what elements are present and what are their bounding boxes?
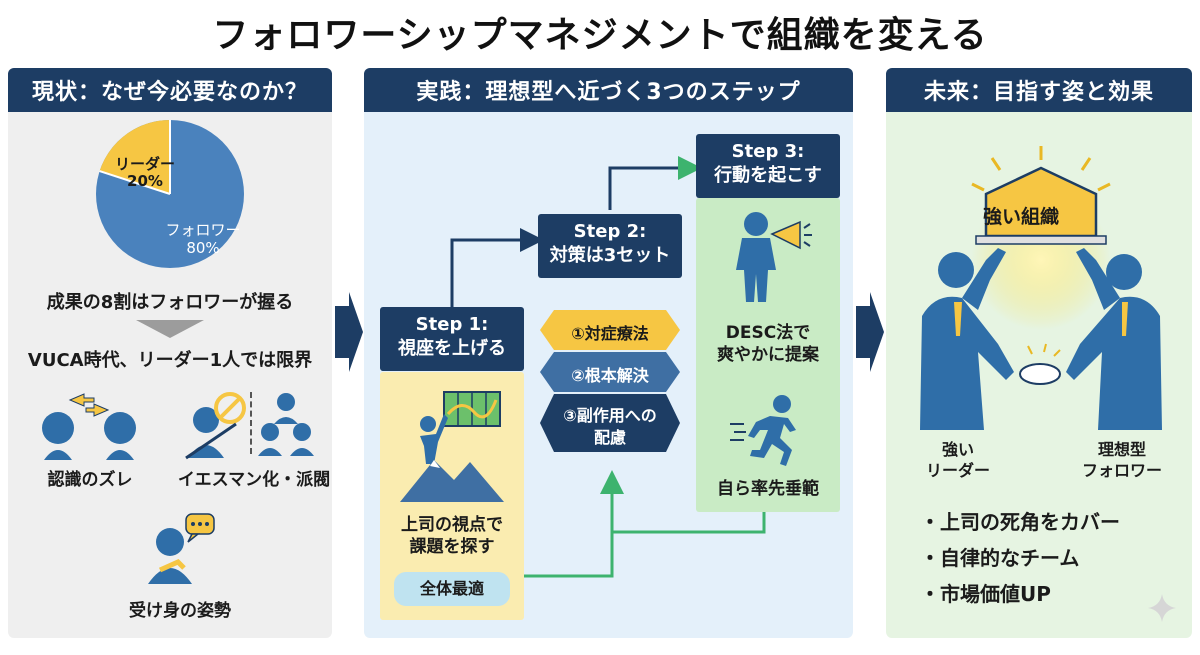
follower-label: フォロワー xyxy=(165,221,241,239)
step3-title: 行動を起こす xyxy=(714,165,822,186)
megaphone-person-icon xyxy=(736,212,812,302)
misalignment-label: 認識のズレ xyxy=(47,470,133,490)
house-icon xyxy=(984,166,1098,238)
pie-chart xyxy=(96,119,244,268)
follower-caption-1: 理想型 xyxy=(1097,440,1146,459)
follower-caption-2: フォロワー xyxy=(1081,461,1162,480)
leader-value: 20% xyxy=(127,172,163,190)
down-triangle-icon xyxy=(136,320,204,338)
passive-label: 受け身の姿勢 xyxy=(129,601,231,621)
flow-arrow-icon xyxy=(335,292,363,372)
step1-text1: 上司の視点で xyxy=(401,515,503,535)
step2-number: Step 2: xyxy=(573,221,647,242)
step2-heading: Step 2: 対策は3セット xyxy=(538,214,682,278)
mountain-map-icon xyxy=(400,391,504,502)
yes-man-label: イエスマン化・派閥 xyxy=(177,470,331,490)
yes-man-icon xyxy=(185,392,246,460)
passive-person-icon xyxy=(148,513,215,584)
running-person-icon xyxy=(730,395,796,466)
countermeasure-item-1: ①対症療法 xyxy=(540,310,680,350)
misalignment-icon xyxy=(42,393,136,460)
step1-heading: Step 1: 視座を上げる xyxy=(380,307,524,371)
future-header: 未来：目指す姿と効果 xyxy=(886,68,1192,112)
effect-bullet-1: ・上司の死角をカバー xyxy=(920,510,1120,534)
effect-bullet-3: ・市場価値UP xyxy=(920,582,1051,606)
step3-text3: 自ら率先垂範 xyxy=(717,479,819,499)
current-state-header: 現状：なぜ今必要なのか？ xyxy=(8,68,332,112)
practice-header: 実践：理想型へ近づく3つのステップ xyxy=(364,68,853,112)
leader-caption-2: リーダー xyxy=(925,461,990,480)
step1-text2: 課題を探す xyxy=(409,537,495,557)
step3-text2: 爽やかに提案 xyxy=(717,345,819,365)
dashed-divider xyxy=(250,392,252,454)
caption-follower-share: 成果の8割はフォロワーが握る xyxy=(46,292,294,313)
item3-text-b: 配慮 xyxy=(593,428,626,447)
effect-bullet-2: ・自律的なチーム xyxy=(920,546,1080,570)
step-connectors xyxy=(450,156,766,578)
sparkle-icon xyxy=(1148,594,1176,622)
step1-title: 視座を上げる xyxy=(398,338,506,359)
step3-heading: Step 3: 行動を起こす xyxy=(696,134,840,198)
strong-organization-label: 強い組織 xyxy=(982,206,1059,228)
leader-slice xyxy=(99,119,170,194)
faction-group-icon xyxy=(258,393,314,456)
caption-vuca: VUCA時代、リーダー1人では限界 xyxy=(27,350,313,371)
tray-icon xyxy=(975,235,1107,245)
countermeasure-item-3: ③副作用への 配慮 xyxy=(540,394,680,452)
step3-text1: DESC法で xyxy=(725,323,811,343)
follower-value: 80% xyxy=(186,239,220,257)
countermeasure-item-2: ②根本解決 xyxy=(540,352,680,392)
step1-number: Step 1: xyxy=(415,314,489,335)
item3-text-a: ③副作用への xyxy=(563,406,657,425)
leader-caption-1: 強い xyxy=(941,440,974,459)
flow-arrow-icon xyxy=(856,292,884,372)
step3-number: Step 3: xyxy=(731,141,805,162)
strong-organization-scene xyxy=(920,146,1162,430)
step2-title: 対策は3セット xyxy=(549,245,671,266)
leader-label: リーダー xyxy=(114,155,175,173)
total-optimization-pill: 全体最適 xyxy=(394,572,510,606)
item1-text: ①対症療法 xyxy=(571,324,649,343)
item2-text: ②根本解決 xyxy=(571,366,649,385)
handshake-icon xyxy=(1019,363,1061,385)
main-title: フォロワーシップマネジメントで組織を変える xyxy=(212,15,988,56)
